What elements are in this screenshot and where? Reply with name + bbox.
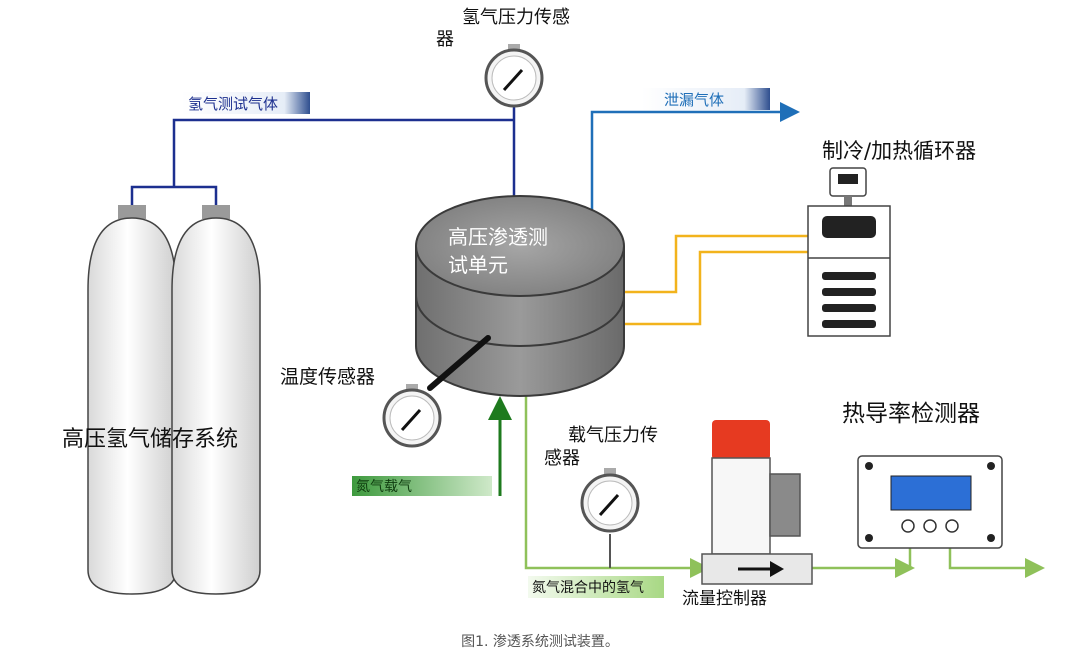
leak-gas-line [590, 102, 800, 222]
figure-caption: 图1. 渗透系统测试装置。 [461, 634, 619, 650]
leak-gas-label: 泄漏气体 [664, 91, 724, 109]
mixed-gas-tag [528, 576, 664, 598]
storage-system-label: 高压氢气储存系统 [62, 427, 238, 452]
temp-sensor-label: 温度传感器 [280, 366, 375, 388]
cell-label-1: 高压渗透测 [448, 225, 548, 249]
mixed-gas-label: 氮气混合中的氢气 [532, 580, 644, 596]
hydrogen-storage-tanks [87, 205, 261, 595]
thermal-conductivity-detector [857, 455, 1003, 549]
cell-label-2: 试单元 [448, 253, 508, 277]
temperature-probe [427, 335, 491, 391]
carrier-sensor-label-1: 载气压力传 [568, 425, 658, 446]
hydrogen-test-gas-tag [182, 92, 310, 114]
flow-controller [701, 420, 813, 585]
leak-gas-tag [642, 88, 770, 110]
h2-pressure-sensor-label-1: 氢气压力传感 [462, 7, 570, 28]
tank-right [171, 217, 261, 595]
hydrogen-supply-line [130, 104, 524, 221]
nitrogen-lines [524, 396, 1045, 578]
carrier-sensor-label-2: 感器 [544, 448, 580, 469]
chiller-heater-unit [807, 167, 891, 337]
h2-pressure-sensor-label-2: 器 [436, 29, 454, 50]
tank-left [87, 217, 177, 595]
temperature-gauge [382, 384, 442, 448]
h2-test-gas-label: 氢气测试气体 [188, 95, 278, 113]
chiller-heater-label: 制冷/加热循环器 [822, 139, 976, 163]
nitrogen-carrier-label: 氮气载气 [356, 479, 412, 495]
nitrogen-carrier-tag [352, 476, 492, 496]
carrier-pressure-gauge [580, 468, 640, 533]
permeation-test-cell [415, 195, 625, 397]
flow-controller-label: 流量控制器 [682, 589, 767, 609]
coolant-lines [622, 234, 810, 326]
detector-label: 热导率检测器 [842, 401, 980, 427]
hydrogen-pressure-gauge [484, 44, 544, 108]
